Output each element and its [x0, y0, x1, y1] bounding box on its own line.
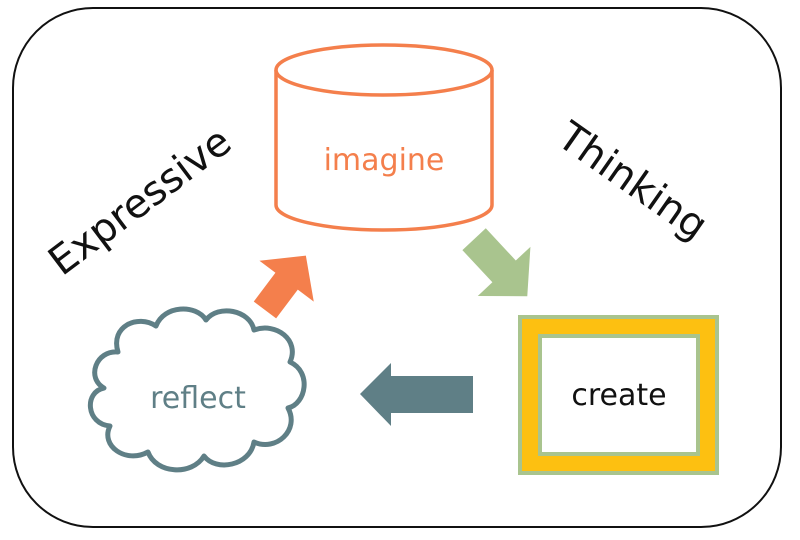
cloud-shape	[87, 306, 307, 473]
create-node: create	[518, 315, 719, 475]
cylinder-top	[274, 43, 494, 97]
reflect-node: reflect	[87, 306, 307, 473]
arrow-down-right-icon	[462, 228, 531, 297]
cylinder-body	[274, 70, 494, 232]
arrow-reflect-to-imagine	[253, 255, 314, 319]
arrow-imagine-to-create	[462, 228, 531, 297]
create-label: create	[571, 378, 666, 413]
imagine-node: imagine	[274, 43, 494, 232]
reflect-label: reflect	[150, 381, 246, 416]
arrow-left-icon	[360, 363, 473, 426]
imagine-label: imagine	[324, 143, 445, 178]
create-inner	[542, 338, 696, 452]
arrow-up-right-icon	[253, 255, 314, 319]
